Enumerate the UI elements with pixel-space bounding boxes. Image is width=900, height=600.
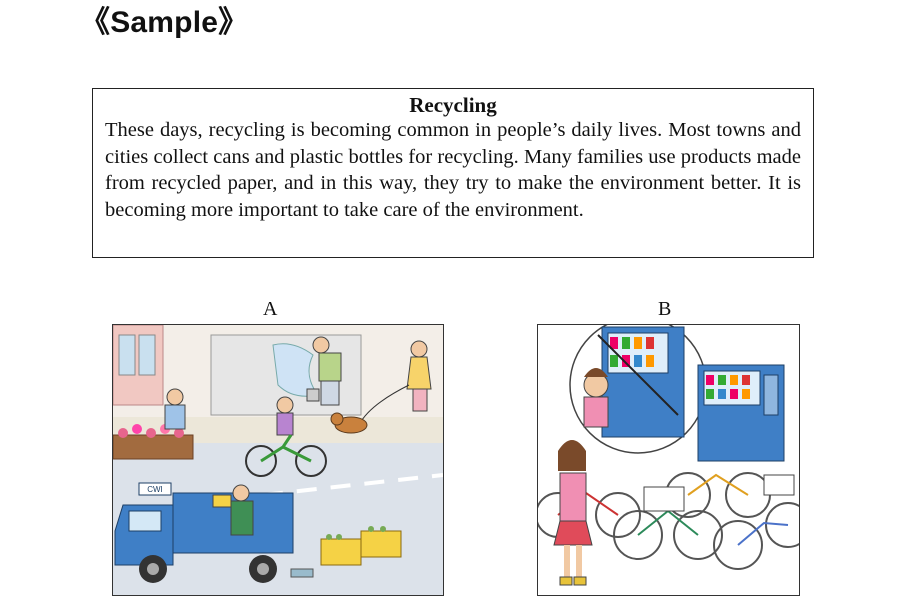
street-scene-drawing: CWI — [113, 325, 443, 595]
page-heading: 《Sample》 — [80, 6, 249, 39]
illustration-a-label: A — [263, 298, 278, 320]
illustration-b — [537, 324, 800, 596]
truck-sign: CWI — [147, 485, 163, 494]
illustration-b-label: B — [658, 298, 672, 320]
passage-title: Recycling — [409, 93, 497, 117]
passage-box: Recycling These days, recycling is becom… — [92, 88, 814, 258]
illustration-a: CWI — [112, 324, 444, 596]
passage-body: These days, recycling is becoming common… — [105, 119, 801, 221]
bicycle-scene-drawing — [538, 325, 799, 586]
